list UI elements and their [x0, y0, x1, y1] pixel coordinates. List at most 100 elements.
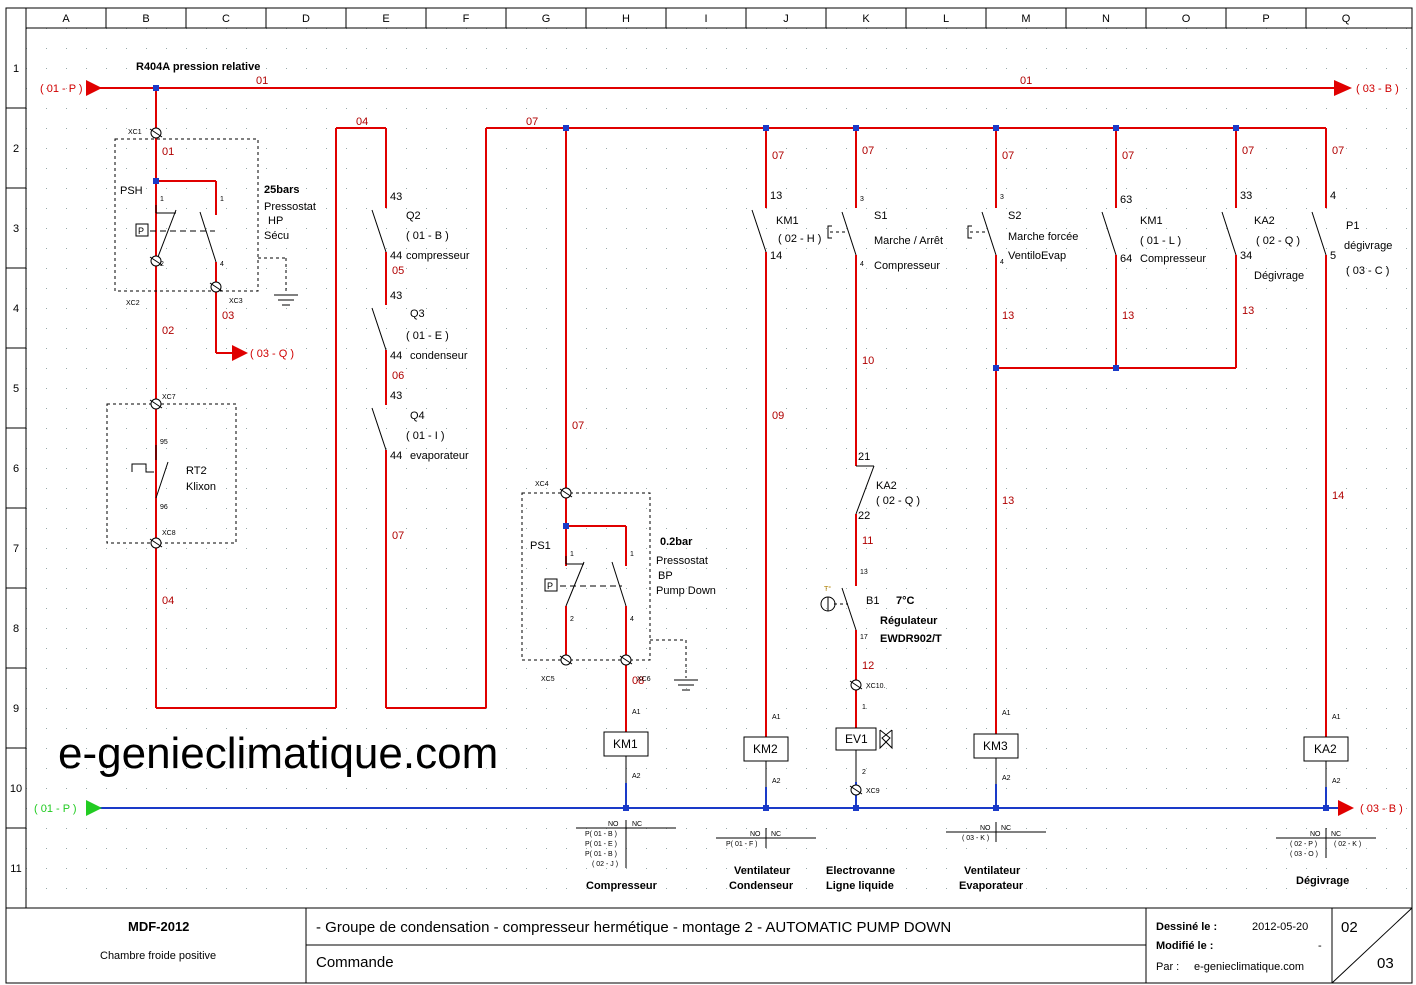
q2-ref: ( 01 - B ) [406, 230, 449, 242]
row-label: 8 [13, 623, 19, 635]
coil-km3-tag: KM3 [983, 739, 1008, 753]
caption-electrovanne: Electrovanne [826, 865, 895, 877]
xref-no: NO [608, 821, 619, 828]
modified-value: - [1318, 940, 1322, 952]
row-label: 6 [13, 463, 19, 475]
crossref-lines [576, 820, 1376, 868]
wire-label: 13 [1242, 305, 1254, 317]
column-label: C [222, 13, 230, 25]
arrow-neutral-end [1338, 800, 1354, 816]
column-label: K [862, 13, 870, 25]
wire-label: 04 [162, 595, 174, 607]
xref-km2: P( 01 - F ) [726, 841, 758, 848]
caption-degivrage: Dégivrage [1296, 875, 1349, 887]
coil-ev1-a2: 2 [862, 769, 866, 776]
wire-label: 07 [772, 150, 784, 162]
ps1-term: 2 [570, 616, 574, 623]
column-label: G [542, 13, 551, 25]
terminal-label: XC5 [541, 676, 555, 683]
terminal-label: XC9 [866, 788, 880, 795]
q3-term: 44 [390, 350, 402, 362]
psh-line1: Pressostat [264, 201, 316, 213]
p1-term: 5 [1330, 250, 1336, 262]
psh-term: 4 [220, 261, 224, 268]
wire-label: 01 [1020, 75, 1032, 87]
earth-symbol [274, 294, 698, 691]
km1n-term: 64 [1120, 253, 1132, 265]
column-label: A [62, 13, 70, 25]
pressure-sensor-box-ps1 [544, 578, 558, 592]
ka2p-tag: KA2 [1254, 215, 1275, 227]
caption-vent-evap: Evaporateur [959, 880, 1024, 892]
km1n-desc: Compresseur [1140, 253, 1206, 265]
rt2-line1: Klixon [186, 481, 216, 493]
wire-label: 07 [1332, 145, 1344, 157]
xref-nc: NC [771, 831, 781, 838]
wire-label: 10 [862, 355, 874, 367]
ps1-line3: Pump Down [656, 585, 716, 597]
ps1-term: 4 [630, 616, 634, 623]
caption-electrovanne: Ligne liquide [826, 880, 894, 892]
q4-ref: ( 01 - I ) [406, 430, 445, 442]
terminal-label: XC2 [126, 300, 140, 307]
drawn-label: Dessiné le : [1156, 921, 1217, 933]
xref-km1: ( 02 - J ) [592, 861, 618, 868]
b1-line1: Régulateur [880, 615, 938, 627]
xref-km3: ( 03 - K ) [962, 835, 989, 842]
b1-line2: EWDR902/T [880, 633, 942, 645]
terminal-label: XC8 [162, 530, 176, 537]
column-label: B [142, 13, 149, 25]
ps1-term: 1 [570, 551, 574, 558]
coil-boxes [603, 727, 1349, 762]
km1j-term: 14 [770, 250, 782, 262]
psh-term: 1 [160, 196, 164, 203]
coil-ka2-a1: A1 [1332, 714, 1341, 721]
q2-term: 44 [390, 250, 402, 262]
arrow-psh-out [232, 345, 248, 361]
s2-tag: S2 [1008, 210, 1021, 222]
row-label: 3 [13, 223, 19, 235]
ref-bottom-left: ( 01 - P ) [34, 803, 77, 815]
pressure-sensor-box-psh [135, 223, 149, 237]
wire-label: 07 [862, 145, 874, 157]
terminal-label: XC4 [535, 481, 549, 488]
by-label: Par : [1156, 961, 1179, 973]
row-label: 2 [13, 143, 19, 155]
wire-label: 07 [1002, 150, 1014, 162]
km1j-tag: KM1 [776, 215, 799, 227]
p1-ref: ( 03 - C ) [1346, 265, 1389, 277]
ka2k-term: 22 [858, 510, 870, 522]
terminal-label: XC10. [866, 683, 886, 690]
wire-label: 11 [862, 535, 873, 547]
s1-term: 4 [860, 261, 864, 268]
psh-term: 2 [160, 261, 164, 268]
wire-label: 06 [392, 370, 404, 382]
xref-ka2: ( 02 - K ) [1334, 841, 1361, 848]
wire-label: 07 [1122, 150, 1134, 162]
column-label: F [463, 13, 470, 25]
psh-tag: PSH [120, 185, 143, 197]
arrow-top-right [1334, 80, 1352, 96]
xref-no: NO [980, 825, 991, 832]
terminal-label: XC3 [229, 298, 243, 305]
row-label: 7 [13, 543, 19, 555]
pressure-p-ps1: P [547, 581, 553, 591]
ka2p-term: 34 [1240, 250, 1252, 262]
wire-label: 07 [526, 116, 538, 128]
b1-temp: T° [824, 585, 831, 593]
q2-tag: Q2 [406, 210, 421, 222]
coil-ev1-a1: 1 [862, 704, 866, 711]
wire-label: 08 [632, 675, 644, 687]
ps1-value: 0.2bar [660, 536, 693, 548]
s1-line2: Compresseur [874, 260, 940, 272]
ps1-line2: BP [658, 570, 673, 582]
xref-km1: P( 01 - B ) [585, 831, 617, 838]
psh-line2: HP [268, 215, 283, 227]
xref-ka2: ( 02 - P ) [1290, 841, 1317, 848]
rt2-tag: RT2 [186, 465, 207, 477]
wire-label: 12 [862, 660, 874, 672]
sheet-border [5, 7, 1413, 984]
sheet-number: 02 [1341, 919, 1358, 936]
